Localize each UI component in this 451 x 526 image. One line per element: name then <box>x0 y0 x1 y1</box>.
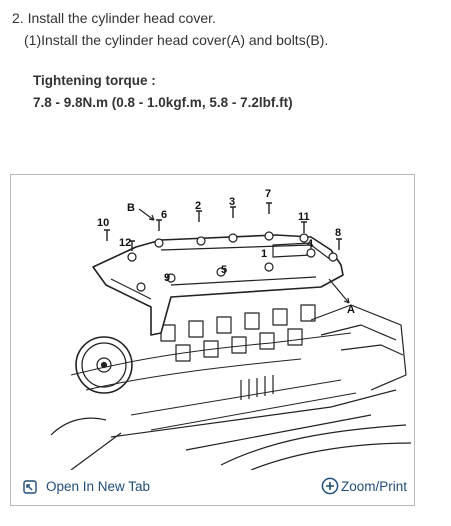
callout-3: 3 <box>229 196 235 208</box>
callout-8: 8 <box>335 227 341 239</box>
callout-b: B <box>127 202 135 214</box>
figure-actions: Open In New Tab Zoom/Print <box>11 470 414 505</box>
callout-2: 2 <box>195 200 201 212</box>
torque-title: Tightening torque : <box>33 73 156 88</box>
callout-9: 9 <box>164 272 170 284</box>
callout-6: 6 <box>161 209 167 221</box>
callout-5: 5 <box>221 264 227 276</box>
zoom-print-label: Zoom/Print <box>340 478 407 494</box>
zoom-plus-icon <box>321 477 339 495</box>
callout-a: A <box>347 304 355 316</box>
callout-7: 7 <box>265 188 271 200</box>
callout-1: 1 <box>261 248 267 260</box>
callout-12: 12 <box>119 237 131 249</box>
open-in-new-tab-link[interactable]: Open In New Tab <box>23 479 150 494</box>
callout-10: 10 <box>97 217 109 229</box>
engine-diagram: B 6 2 3 7 11 8 10 12 1 4 5 9 A <box>50 188 412 470</box>
figure-frame: B 6 2 3 7 11 8 10 12 1 4 5 9 A Ope <box>10 174 415 506</box>
torque-value: 7.8 - 9.8N.m (0.8 - 1.0kgf.m, 5.8 - 7.2l… <box>33 95 293 110</box>
callout-11: 11 <box>298 211 310 223</box>
callout-4: 4 <box>307 238 314 250</box>
substep-text: (1)Install the cylinder head cover(A) an… <box>24 32 329 48</box>
open-in-new-tab-label: Open In New Tab <box>46 479 151 494</box>
open-new-tab-icon <box>23 479 37 494</box>
zoom-print-link[interactable]: Zoom/Print <box>321 477 407 495</box>
step-text: 2. Install the cylinder head cover. <box>12 10 216 26</box>
